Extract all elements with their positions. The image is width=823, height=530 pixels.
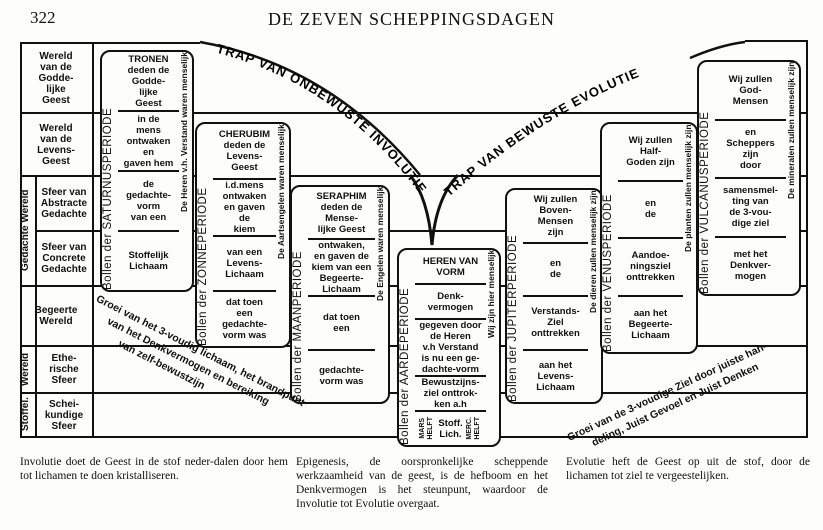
period-section: gegeven door de Heren v.h Verstand is nu… xyxy=(415,320,486,377)
period-section: aan het Begeerte- Lichaam xyxy=(628,307,673,341)
caption-involution: Involutie doet de Geest in de stof neder… xyxy=(20,456,288,482)
period-section: Wij zullen Boven- Mensen zijn xyxy=(523,190,588,244)
period-section: en Scheppers zijn door xyxy=(715,121,786,179)
period-section: aan het Levens- Lichaam xyxy=(536,359,575,393)
period-section: de gedachte- vorm van een xyxy=(118,172,179,232)
period-section: Aandoe- ningsziel onttrekken xyxy=(618,239,683,297)
period-section: in de mens ontwaken en gaven hem xyxy=(118,112,179,172)
period-section: samensmel- ting van de 3-vou- dige ziel xyxy=(715,179,786,238)
row-divider xyxy=(20,112,808,114)
period-section: dat toen een xyxy=(308,297,375,351)
period-section: dat toen een gedachte- vorm was xyxy=(222,297,267,342)
caption-epigenesis: Epigenesis, de oorspronkelijke scheppend… xyxy=(296,456,548,510)
page-title: DE ZEVEN SCHEPPINGSDAGEN xyxy=(267,9,555,29)
row-label: Begeerte Wereld xyxy=(34,305,78,327)
period-section: Stoffelijk Lichaam xyxy=(128,250,169,272)
period-section: i.d.mens ontwaken en gaven de kiem xyxy=(213,180,276,237)
row-label: Ethe- rische Sfeer xyxy=(49,353,79,386)
row-label: Sfeer van Concrete Gedachte xyxy=(41,242,87,275)
period-section: CHERUBIM deden de Levens- Geest xyxy=(213,124,276,180)
period-section: van een Levens- Lichaam xyxy=(213,237,276,293)
frame-top-right xyxy=(745,40,808,42)
period-section: en de xyxy=(523,244,588,297)
evolution-curve xyxy=(689,40,746,60)
frame-left xyxy=(20,42,22,438)
period-section: Wij zullen God- Mensen xyxy=(715,62,786,121)
row-divider xyxy=(35,230,808,232)
row-label: Sfeer van Abstracte Gedachte xyxy=(40,187,88,220)
row-label: Schei- kundige Sfeer xyxy=(44,398,84,432)
period-section: en de xyxy=(618,182,683,239)
row-label: Wereld van de Godde- lijke Geest xyxy=(38,50,74,106)
period-section: Denk- vermogen xyxy=(415,285,486,320)
period-section: Bewustzijns- ziel onttrok- ken a.h xyxy=(415,377,486,412)
turning-point-v xyxy=(408,173,460,246)
row-label: Wereld van de Levens- Geest xyxy=(37,122,75,167)
page-number: 322 xyxy=(30,8,56,27)
group-divider xyxy=(35,175,37,436)
period-section: gedachte- vorm was xyxy=(319,365,364,388)
caption-evolution: Evolutie heft de Geest op uit de stof, d… xyxy=(566,456,810,482)
period-section: Verstands- Ziel onttrekken xyxy=(523,297,588,351)
period-section: Wij zullen Half- Goden zijn xyxy=(618,124,683,182)
frame-top xyxy=(20,42,200,44)
row-divider xyxy=(20,175,808,177)
frame-right xyxy=(806,40,808,438)
evolution-label: TRAP VAN BEWUSTE EVOLUTIE xyxy=(441,65,642,199)
period-section: met het Denkver- mogen xyxy=(730,249,771,283)
period-section: HEREN VAN VORM xyxy=(415,250,486,285)
bottom-center: Stoff. Lich. xyxy=(438,417,463,440)
period-section: TRONEN deden de Godde- lijke Geest xyxy=(118,52,179,112)
period-section: ontwaken, en gaven de kiem van een Begee… xyxy=(308,240,375,298)
involution-curve xyxy=(199,40,421,176)
period-section: SERAPHIM deden de Mense- lijke Geest xyxy=(308,187,375,241)
row-label-divider xyxy=(92,42,94,438)
involution-label: TRAP VAN ONBEWUSTE INVOLUTIE xyxy=(215,41,430,197)
